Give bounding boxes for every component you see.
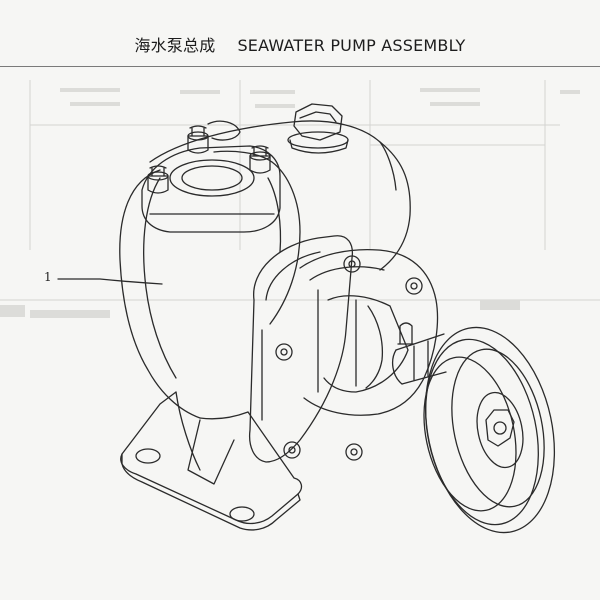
casing-mount-flange: [248, 235, 354, 463]
pump-body: [119, 120, 411, 420]
flange-bolt-right: [249, 145, 271, 174]
bearing-housing: [299, 248, 439, 416]
housing-bolt-2: [405, 277, 423, 295]
page-title: 海水泵总成 SEAWATER PUMP ASSEMBLY: [0, 32, 600, 56]
housing-bolt-3: [275, 343, 293, 361]
discharge-flange: [141, 145, 281, 233]
priming-plug: [287, 103, 349, 154]
grease-nipple: [397, 322, 415, 345]
housing-bolt-5: [345, 443, 363, 461]
callout-leader-line: [57, 278, 163, 285]
pulley-hub-nut: [485, 409, 515, 447]
drive-pulley: [423, 326, 556, 534]
header-rule: [0, 66, 600, 67]
title-english: SEAWATER PUMP ASSEMBLY: [237, 36, 466, 55]
flange-bolt-rear: [187, 125, 209, 154]
title-chinese: 海水泵总成: [134, 36, 216, 55]
plug-tab: [207, 120, 241, 141]
housing-bolt-1: [343, 255, 361, 273]
flange-bolt-left: [147, 165, 169, 194]
callout-label-1: 1: [44, 270, 52, 284]
pump-shaft: [391, 333, 447, 385]
mounting-foot: [120, 391, 303, 531]
housing-bolt-4: [283, 441, 301, 459]
